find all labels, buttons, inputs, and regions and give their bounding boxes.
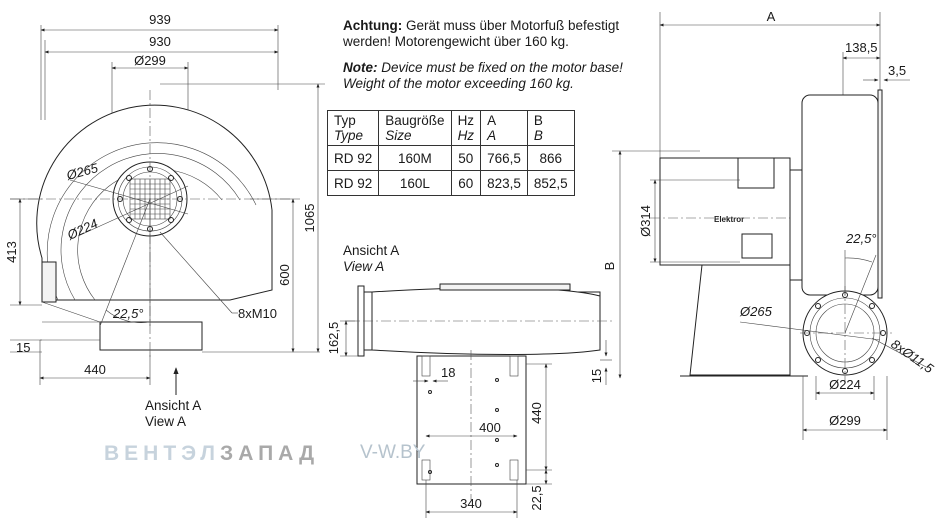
dim-930: 930 [149, 34, 171, 49]
dim-162: 162,5 [326, 322, 341, 355]
dim-holes-front: 8xM10 [238, 306, 277, 321]
view-a-reference: Ansicht A View A [145, 398, 201, 430]
dim-d299: Ø299 [134, 53, 166, 68]
side-view: A 138,5 3,5 Elektror Ø314 B [602, 9, 937, 440]
view-a: 162,5 18 400 440 15 340 22,5 [326, 283, 615, 518]
warning-text-english: Device must be fixed on the motor base! … [343, 60, 623, 91]
table-row: RD 92 160M 50 766,5 866 [326, 145, 575, 171]
view-a-title: Ansicht A View A [343, 243, 399, 275]
dim-A: A [767, 9, 776, 24]
dim-138: 138,5 [845, 40, 878, 55]
table-cell: 766,5 [480, 145, 528, 171]
front-base [99, 321, 203, 351]
table-cell: 852,5 [526, 170, 575, 196]
table-cell: 160M [378, 145, 452, 171]
table-cell: RD 92 [326, 145, 380, 171]
dim-22: 22,5 [529, 485, 544, 510]
dim-1065: 1065 [302, 204, 317, 233]
dim-939: 939 [149, 12, 171, 27]
view-a-title-english: View A [343, 259, 385, 274]
warning-label-english: Note: [343, 60, 378, 75]
dim-15-view: 15 [589, 369, 604, 383]
dim-413: 413 [4, 241, 19, 263]
dim-d299-side: Ø299 [829, 413, 861, 428]
dim-600: 600 [277, 264, 292, 286]
brand-part-1: ВЕНТЭЛ [104, 442, 221, 465]
brand-part-2: ЗАПАД [220, 442, 320, 465]
table-cell: RD 92 [326, 170, 380, 196]
view-a-title-german: Ansicht A [343, 243, 400, 258]
dim-angle-side: 22,5° [845, 231, 877, 246]
dim-440-front: 440 [84, 362, 106, 377]
table-row: RD 92 160L 60 823,5 852,5 [326, 170, 575, 196]
front-view: 939 930 Ø299 [4, 12, 325, 395]
watermark-brand: ВЕНТЭЛЗАПАД [104, 442, 319, 466]
dim-angle-front: 22,5° [112, 306, 144, 321]
watermark-site: V-W.BY [360, 442, 426, 463]
table-cell: 866 [526, 145, 575, 171]
dim-18: 18 [441, 365, 455, 380]
view-a-reference-english: View A [145, 414, 187, 429]
motor-brand-label: Elektror [714, 215, 744, 224]
dim-15-front: 15 [16, 340, 30, 355]
dim-B: B [602, 262, 617, 271]
warning-note-english: Note: Device must be fixed on the motor … [343, 60, 643, 92]
warning-note-german: Achtung: Gerät muss über Motorfuß befest… [343, 18, 643, 50]
dim-holes-side: 8xØ11,5 [888, 336, 937, 376]
table-cell: 160L [378, 170, 452, 196]
side-housing [801, 94, 879, 296]
dim-400: 400 [479, 420, 501, 435]
motor-base-plan [416, 355, 527, 485]
table-cell: 50 [450, 145, 482, 171]
dim-440-view: 440 [529, 402, 544, 424]
dim-d224-side: Ø224 [829, 377, 861, 392]
dim-340: 340 [460, 496, 482, 511]
dim-d314: Ø314 [638, 205, 653, 237]
table-cell: 60 [450, 170, 482, 196]
dim-d265-side: Ø265 [739, 304, 773, 319]
warning-text-german: Gerät muss über Motorfuß befestigt werde… [343, 18, 620, 49]
view-a-reference-german: Ansicht A [145, 398, 202, 413]
dim-3: 3,5 [888, 63, 906, 78]
warning-label-german: Achtung: [343, 18, 403, 33]
table-cell: 823,5 [480, 170, 528, 196]
